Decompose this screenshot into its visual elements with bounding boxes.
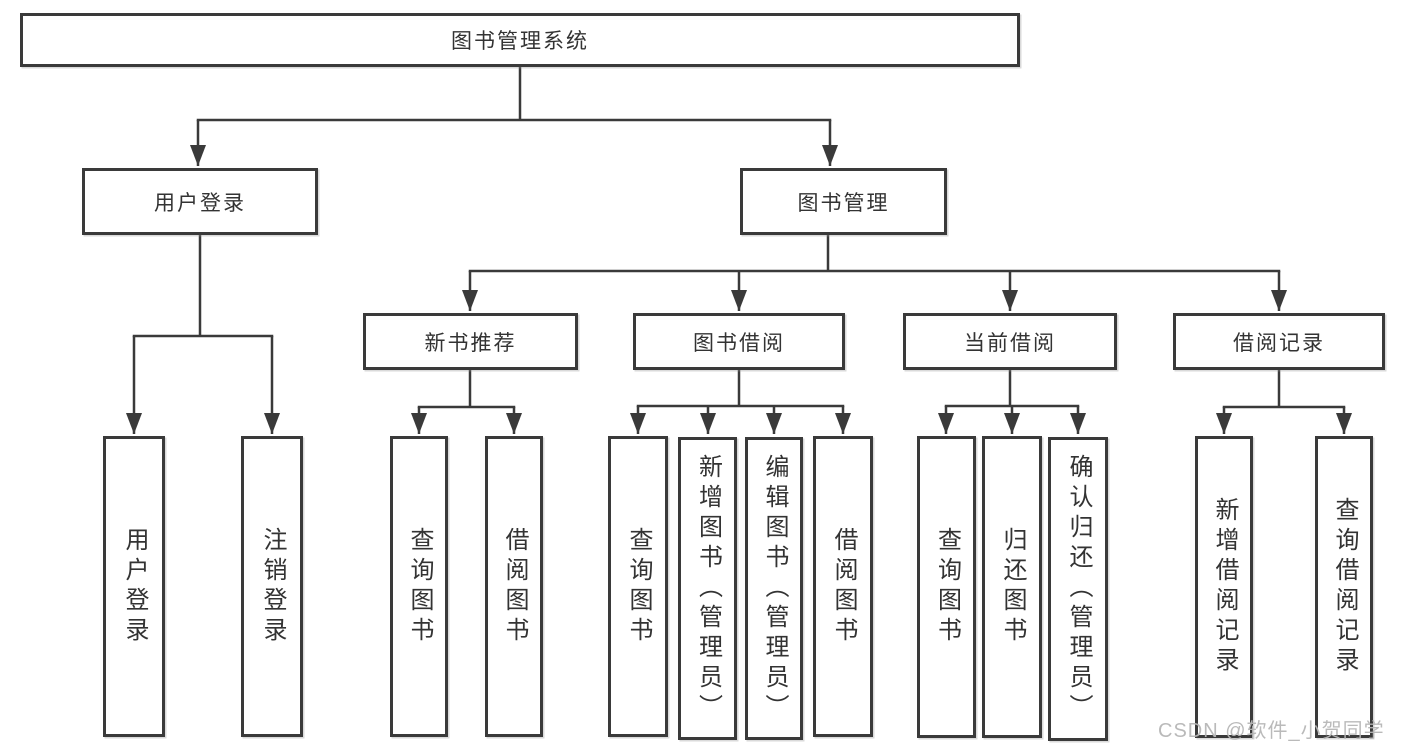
node-leaf-user-login: 用户登录 bbox=[103, 436, 165, 737]
node-leaf-query-books-3: 查询图书 bbox=[917, 436, 976, 738]
node-leaf-query-borrow-record: 查询借阅记录 bbox=[1315, 436, 1373, 738]
node-leaf-query-books-1: 查询图书 bbox=[390, 436, 448, 737]
node-leaf-edit-books-admin: 编辑图书（管理员） bbox=[745, 437, 803, 740]
node-leaf-logout: 注销登录 bbox=[241, 436, 303, 737]
node-leaf-query-books-2: 查询图书 bbox=[608, 436, 668, 737]
node-library-management-system: 图书管理系统 bbox=[20, 13, 1020, 67]
node-current-borrowing: 当前借阅 bbox=[903, 313, 1117, 370]
node-borrowing-records: 借阅记录 bbox=[1173, 313, 1385, 370]
node-leaf-add-borrow-record: 新增借阅记录 bbox=[1195, 436, 1253, 738]
node-leaf-return-books: 归还图书 bbox=[982, 436, 1042, 738]
csdn-watermark: CSDN @软件_小贺同学 bbox=[1158, 720, 1385, 742]
node-book-management-branch: 图书管理 bbox=[740, 168, 947, 235]
node-leaf-confirm-return-admin: 确认归还（管理员） bbox=[1048, 437, 1108, 741]
node-leaf-borrow-books-1: 借阅图书 bbox=[485, 436, 543, 737]
node-leaf-borrow-books-2: 借阅图书 bbox=[813, 436, 873, 737]
node-new-book-recommend: 新书推荐 bbox=[363, 313, 578, 370]
node-book-borrowing: 图书借阅 bbox=[633, 313, 845, 370]
node-leaf-add-books-admin: 新增图书（管理员） bbox=[678, 437, 737, 740]
node-user-login-branch: 用户登录 bbox=[82, 168, 318, 235]
